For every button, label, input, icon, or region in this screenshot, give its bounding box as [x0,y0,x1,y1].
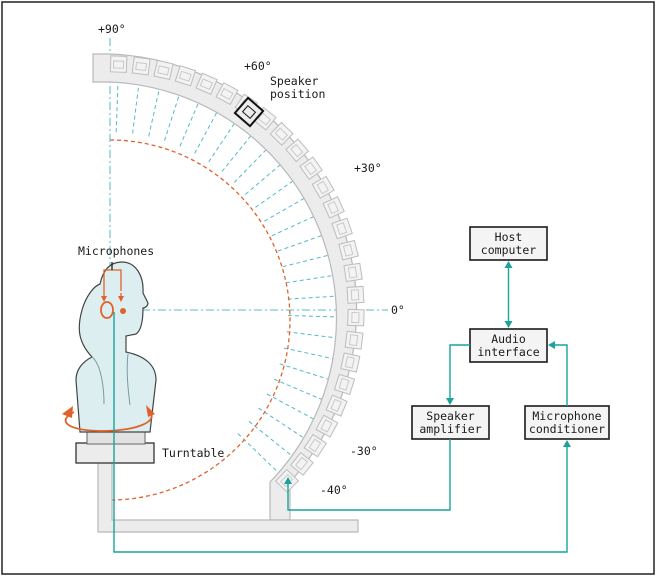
measurement-rays [115,78,342,472]
turntable-rotation-arrow-icon [62,405,155,432]
measurement-radius-arc [109,139,291,501]
signal-connections [113,261,571,553]
measurement-ray [271,212,322,237]
speaker-cell [340,352,361,373]
base-rail [97,461,359,533]
microphones-label: Microphones [78,244,154,258]
measurement-ray [283,347,337,360]
measurement-ray [194,105,221,154]
speaker-cell [343,262,363,283]
measurement-ray [287,295,342,300]
speaker-cell [347,308,365,327]
speaker-position-label-line1: Speaker [270,74,319,88]
microphone-conditioner-line2: conditioner [529,422,605,436]
conditioner-to-audio-link [555,344,568,406]
speaker-cell [303,433,328,458]
speaker-cell [344,330,364,350]
angle-label-zero: 0° [391,303,405,317]
amplifier-to-speakers-link [287,439,451,511]
speaker-cell [131,56,151,76]
speaker-cell [269,121,294,146]
microphone-conditioner-box: Microphone conditioner [524,405,610,440]
dummy-head-icon [75,261,157,433]
measurement-ray [258,407,304,439]
speaker-cell [315,414,339,438]
measurement-ray [248,420,292,456]
audio-interface-line2: interface [477,345,539,359]
measurement-ray [282,253,336,268]
turntable-label: Turntable [162,446,224,460]
angle-label-minus40: -40° [320,483,348,497]
speaker-cell [289,451,314,476]
speaker-cell [338,239,359,261]
speaker-amplifier-box: Speaker amplifier [411,405,490,440]
speaker-cell [311,175,335,199]
host-computer-box: Host computer [469,226,548,261]
measurement-ray [179,96,202,147]
speaker-cell [299,156,323,181]
host-computer-line2: computer [481,243,536,257]
speaker-amplifier-line2: amplifier [419,422,481,436]
speaker-cell [195,72,218,95]
measurement-ray [285,274,340,284]
angle-label-plus30: +30° [354,161,382,175]
speaker-cell [325,394,348,417]
speaker-icon [233,96,265,128]
measurement-ray [286,331,341,339]
measurement-ray [164,89,182,141]
measurement-ray [148,83,161,137]
audio-interface-box: Audio interface [469,328,548,363]
host-computer-line1: Host [495,230,523,244]
measurement-ray [245,159,287,195]
angle-label-plus90: +90° [98,22,126,36]
speaker-position-label-line2: position [270,87,325,101]
measurement-ray [208,116,240,163]
speaker-cell [215,82,239,106]
speaker-cell [174,65,197,87]
measurement-ray [287,315,342,318]
measurement-ray [115,78,119,133]
microphone-conditioner-line1: Microphone [532,409,601,423]
speaker-amplifier-line1: Speaker [426,409,475,423]
speaker-cell [109,55,128,73]
measurement-ray [255,175,300,208]
speaker-cell [333,373,356,396]
speaker-cell [346,285,365,304]
measurement-ray [221,129,257,172]
measurement-ray [277,232,330,252]
audio-interface-line1: Audio [491,332,526,346]
angle-label-plus60: +60° [244,59,272,73]
measurement-ray [264,193,312,222]
turntable [75,431,155,464]
measurement-ray [233,143,273,183]
speaker-cell [331,217,353,240]
measurement-ray [279,363,332,381]
angle-label-minus30: -30° [350,444,378,458]
speaker-cell [285,138,310,163]
microphone-markers [100,262,126,319]
audio-to-amplifier-link [449,344,470,398]
measurement-ray [132,79,140,134]
measurement-ray [266,393,315,420]
microphones-to-conditioner-link [113,312,568,553]
speaker-cell [153,59,174,81]
speaker-cell [322,196,345,219]
measurement-ray [273,378,324,401]
